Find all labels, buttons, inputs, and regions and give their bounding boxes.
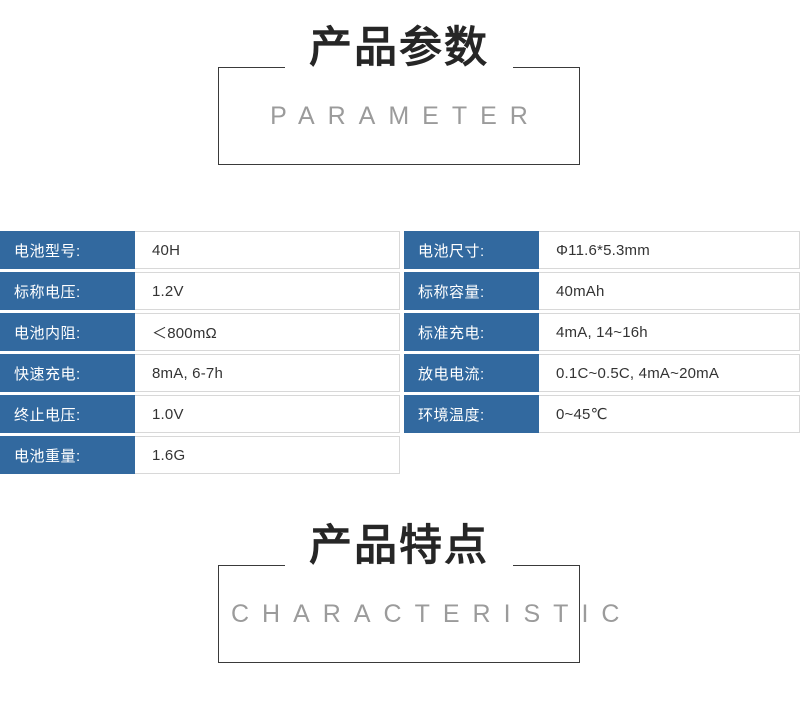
spec-value: 4mA, 14~16h xyxy=(539,313,800,351)
spec-table-right-column: 电池尺寸: Φ11.6*5.3mm 标称容量: 40mAh 标准充电: 4mA,… xyxy=(404,231,800,433)
spec-value: 1.0V xyxy=(135,395,400,433)
spec-value: 8mA, 6-7h xyxy=(135,354,400,392)
spec-value: ＜800mΩ xyxy=(135,313,400,351)
section-title-cn: 产品参数 xyxy=(309,24,489,72)
spec-row: 快速充电: 8mA, 6-7h xyxy=(0,354,400,392)
spec-row: 标准充电: 4mA, 14~16h xyxy=(404,313,800,351)
spec-value: 40H xyxy=(135,231,400,269)
spec-value: 40mAh xyxy=(539,272,800,310)
spec-row: 电池型号: 40H xyxy=(0,231,400,269)
section-header-characteristic: 产品特点 CHARACTERISTIC xyxy=(218,522,633,663)
spec-label: 电池尺寸: xyxy=(404,231,539,269)
spec-table-left-column: 电池型号: 40H 标称电压: 1.2V 电池内阻: ＜800mΩ 快速充电: … xyxy=(0,231,400,474)
spec-row: 终止电压: 1.0V xyxy=(0,395,400,433)
title-frame-gap xyxy=(285,66,513,69)
spec-row: 电池内阻: ＜800mΩ xyxy=(0,313,400,351)
spec-label: 电池内阻: xyxy=(0,313,135,351)
spec-label: 环境温度: xyxy=(404,395,539,433)
spec-row: 电池重量: 1.6G xyxy=(0,436,400,474)
spec-label: 电池型号: xyxy=(0,231,135,269)
title-frame-gap xyxy=(285,564,513,567)
spec-label: 标准充电: xyxy=(404,313,539,351)
spec-label: 终止电压: xyxy=(0,395,135,433)
section-title-cn: 产品特点 xyxy=(309,522,489,570)
spec-label: 标称电压: xyxy=(0,272,135,310)
spec-label: 电池重量: xyxy=(0,436,135,474)
section-title-en: PARAMETER xyxy=(270,102,541,130)
spec-row: 放电电流: 0.1C~0.5C, 4mA~20mA xyxy=(404,354,800,392)
spec-value: 0~45℃ xyxy=(539,395,800,433)
spec-row: 环境温度: 0~45℃ xyxy=(404,395,800,433)
spec-value: 1.6G xyxy=(135,436,400,474)
spec-label: 快速充电: xyxy=(0,354,135,392)
spec-value: 1.2V xyxy=(135,272,400,310)
spec-label: 放电电流: xyxy=(404,354,539,392)
spec-value: 0.1C~0.5C, 4mA~20mA xyxy=(539,354,800,392)
spec-value: Φ11.6*5.3mm xyxy=(539,231,800,269)
section-title-en: CHARACTERISTIC xyxy=(231,600,633,628)
section-header-parameter: 产品参数 PARAMETER xyxy=(218,24,580,165)
spec-row: 电池尺寸: Φ11.6*5.3mm xyxy=(404,231,800,269)
spec-label: 标称容量: xyxy=(404,272,539,310)
spec-row: 标称容量: 40mAh xyxy=(404,272,800,310)
spec-row: 标称电压: 1.2V xyxy=(0,272,400,310)
